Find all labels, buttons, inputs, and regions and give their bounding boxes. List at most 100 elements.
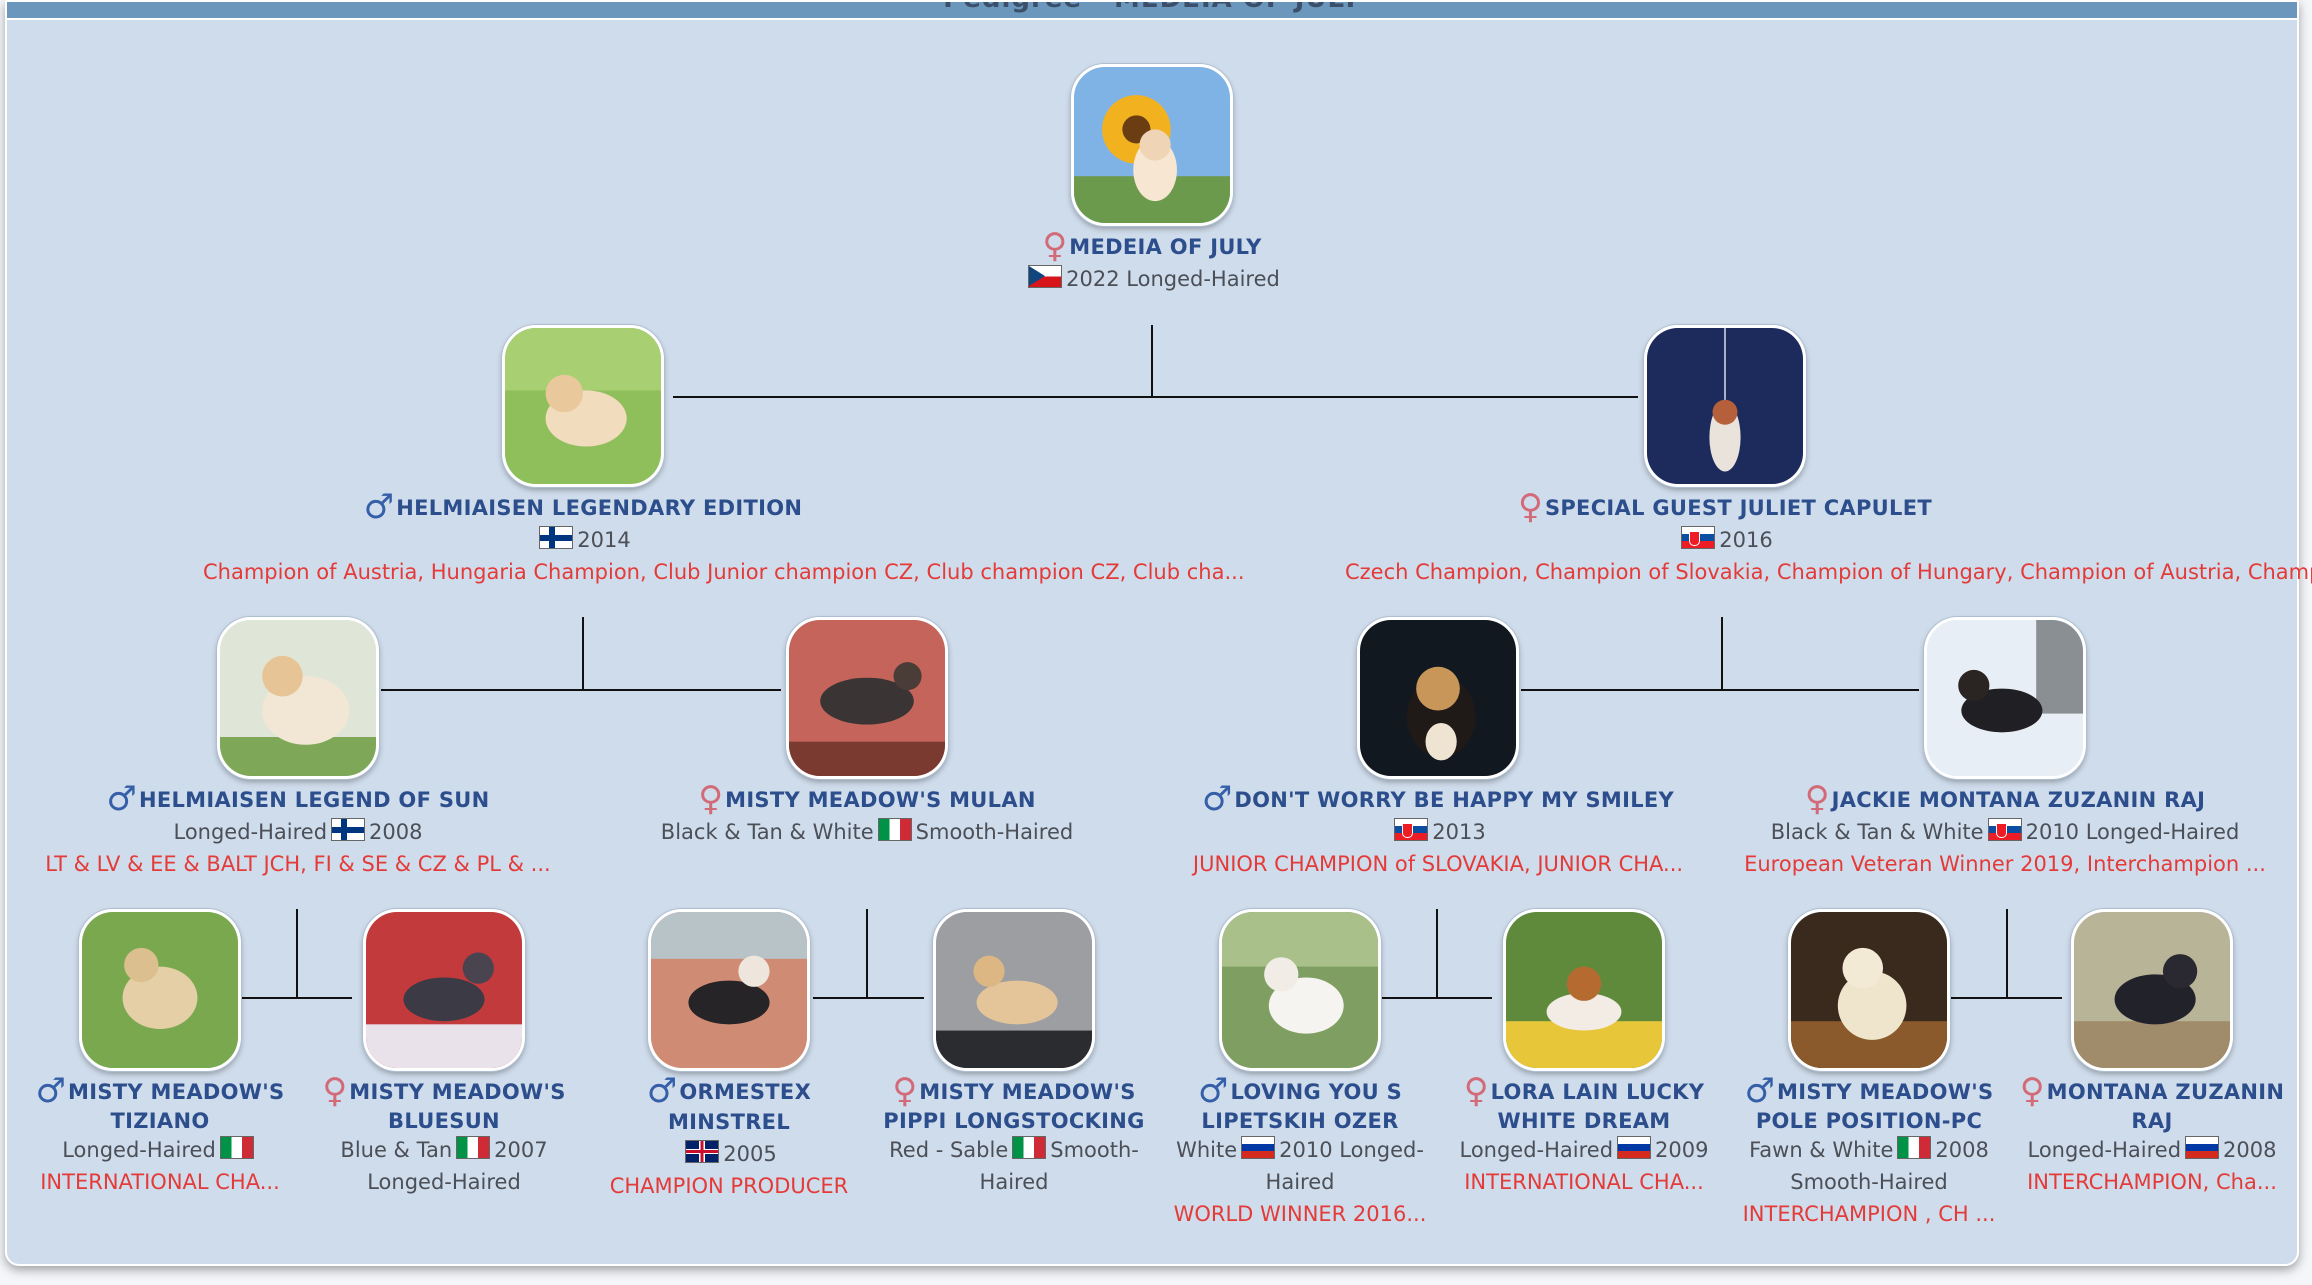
dog-name-link[interactable]: LOVING YOU S: [1230, 1080, 1402, 1104]
dog-titles: JUNIOR CHAMPION of SLOVAKIA, JUNIOR CHA.…: [1192, 852, 1684, 876]
dog-info: 2013: [1158, 816, 1718, 848]
dog-titles: INTERCHAMPION , CH ...: [1742, 1202, 1996, 1226]
dog-name-line-2[interactable]: PIPPI LONGSTOCKING: [883, 1109, 1145, 1133]
dog-titles: INTERNATIONAL CHA...: [1464, 1170, 1704, 1194]
dog-card-lora-lain-lucky-white-dream[interactable]: ♀LORA LAIN LUCKY WHITE DREAM Longed-Hair…: [1439, 909, 1729, 1198]
dog-info: 2005: [584, 1138, 874, 1170]
dog-photo[interactable]: [1503, 909, 1665, 1071]
flag-italy-icon: [219, 1136, 254, 1159]
dog-card-dont-worry-be-happy-my-smiley[interactable]: ♂DON'T WORRY BE HAPPY MY SMILEY 2013 JUN…: [1158, 617, 1718, 880]
dog-titles: CHAMPION PRODUCER: [609, 1174, 849, 1198]
female-symbol-icon: ♀: [322, 1071, 348, 1111]
flag-russia-icon: [1241, 1136, 1276, 1159]
flag-italy-icon: [877, 818, 912, 841]
dog-name-line-2[interactable]: POLE POSITION-PC: [1755, 1109, 1983, 1133]
dog-name-line-2[interactable]: TIZIANO: [110, 1109, 210, 1133]
dog-name-link[interactable]: ORMESTEX MINSTREL: [667, 1080, 812, 1134]
flag-russia-icon: [2185, 1136, 2220, 1159]
dog-titles: INTERNATIONAL CHA...: [40, 1170, 280, 1194]
flag-slovakia-icon: [1394, 818, 1429, 841]
dog-name-line-2[interactable]: RAJ: [2131, 1109, 2173, 1133]
dog-card-misty-meadows-pippi-longstocking[interactable]: ♀MISTY MEADOW'S PIPPI LONGSTOCKING Red -…: [869, 909, 1159, 1198]
dog-photo[interactable]: [1219, 909, 1381, 1071]
dog-card-helmiaisen-legendary-edition[interactable]: ♂HELMIAISEN LEGENDARY EDITION 2014 Champ…: [203, 325, 1245, 588]
dog-photo[interactable]: [502, 325, 664, 487]
dog-photo[interactable]: [79, 909, 241, 1071]
dog-card-medeia-of-july[interactable]: ♀MEDEIA OF JULY 2022 Longed-Haired: [772, 64, 1532, 295]
dog-name-link[interactable]: JACKIE MONTANA ZUZANIN RAJ: [1831, 788, 2206, 812]
dog-photo[interactable]: [217, 617, 379, 779]
female-symbol-icon: ♀: [2019, 1071, 2045, 1111]
dog-card-misty-meadows-pole-position-pc[interactable]: ♂MISTY MEADOW'S POLE POSITION-PC Fawn & …: [1724, 909, 2014, 1230]
pedigree-title-bar: Pedigree - MEDEIA OF JULY: [7, 2, 2297, 20]
dog-titles: Champion of Austria, Hungaria Champion, …: [203, 560, 1245, 584]
dog-card-ormestex-minstrel[interactable]: ♂ORMESTEX MINSTREL 2005 CHAMPION PRODUCE…: [584, 909, 874, 1202]
dog-photo[interactable]: [1071, 64, 1233, 226]
flag-finland-icon: [539, 526, 574, 549]
dog-info-line-2: Longed-Haired: [367, 1170, 521, 1194]
dog-photo[interactable]: [933, 909, 1095, 1071]
pedigree-connector-lines: [241, 325, 2062, 999]
dog-name-link[interactable]: MISTY MEADOW'S: [349, 1080, 566, 1104]
dog-info-line-2: Haired: [1265, 1170, 1335, 1194]
dog-card-misty-meadows-tiziano[interactable]: ♂MISTY MEADOW'S TIZIANO Longed-Haired IN…: [15, 909, 305, 1198]
dog-name-line-2[interactable]: LIPETSKIH OZER: [1201, 1109, 1399, 1133]
dog-name-link[interactable]: MISTY MEADOW'S: [1777, 1080, 1994, 1104]
dog-photo[interactable]: [363, 909, 525, 1071]
dog-name-link[interactable]: HELMIAISEN LEGEND OF SUN: [138, 788, 490, 812]
dog-name-link[interactable]: MISTY MEADOW'S MULAN: [725, 788, 1036, 812]
male-symbol-icon: ♂: [1201, 779, 1233, 819]
flag-slovakia-icon: [1681, 526, 1716, 549]
flag-uk-icon: [685, 1140, 720, 1163]
dog-photo[interactable]: [1924, 617, 2086, 779]
dog-card-special-guest-juliet-capulet[interactable]: ♀SPECIAL GUEST JULIET CAPULET 2016 Czech…: [1345, 325, 2312, 588]
dog-photo[interactable]: [2071, 909, 2233, 1071]
dog-name-link[interactable]: MONTANA ZUZANIN: [2046, 1080, 2285, 1104]
dog-photo[interactable]: [1644, 325, 1806, 487]
dog-card-misty-meadows-mulan[interactable]: ♀MISTY MEADOW'S MULAN Black & Tan & Whit…: [587, 617, 1147, 848]
dog-card-jackie-montana-zuzanin-raj[interactable]: ♀JACKIE MONTANA ZUZANIN RAJ Black & Tan …: [1725, 617, 2285, 880]
dog-name-link[interactable]: MISTY MEADOW'S: [68, 1080, 285, 1104]
dog-info-line-2: Smooth-Haired: [1790, 1170, 1948, 1194]
pedigree-panel: Pedigree - MEDEIA OF JULY ♀MEDEI: [5, 0, 2312, 1266]
flag-italy-icon: [1012, 1136, 1047, 1159]
female-symbol-icon: ♀: [1042, 226, 1068, 266]
male-symbol-icon: ♂: [363, 487, 395, 527]
dog-name-link[interactable]: MEDEIA OF JULY: [1069, 235, 1262, 259]
dog-name-line-2[interactable]: BLUESUN: [388, 1109, 500, 1133]
dog-photo[interactable]: [786, 617, 948, 779]
dog-info: 2016: [1345, 524, 2105, 556]
male-symbol-icon: ♂: [1744, 1071, 1776, 1111]
flag-czech-icon: [1028, 265, 1063, 288]
dog-photo[interactable]: [1357, 617, 1519, 779]
dog-photo[interactable]: [648, 909, 810, 1071]
male-symbol-icon: ♂: [35, 1071, 67, 1111]
dog-info: 2022 Longed-Haired: [772, 263, 1532, 295]
dog-name-link[interactable]: SPECIAL GUEST JULIET CAPULET: [1544, 496, 1932, 520]
dog-name-link[interactable]: DON'T WORRY BE HAPPY MY SMILEY: [1234, 788, 1675, 812]
dog-titles: WORLD WINNER 2016...: [1173, 1202, 1427, 1226]
pedigree-title: Pedigree - MEDEIA OF JULY: [7, 2, 2297, 14]
dog-name-link[interactable]: LORA LAIN LUCKY: [1490, 1080, 1705, 1104]
dog-name-line-2[interactable]: WHITE DREAM: [1497, 1109, 1671, 1133]
female-symbol-icon: ♀: [1463, 1071, 1489, 1111]
dog-name-link[interactable]: MISTY MEADOW'S: [919, 1080, 1136, 1104]
flag-italy-icon: [1897, 1136, 1932, 1159]
flag-italy-icon: [456, 1136, 491, 1159]
dog-photo[interactable]: [1788, 909, 1950, 1071]
flag-russia-icon: [1617, 1136, 1652, 1159]
flag-finland-icon: [331, 818, 366, 841]
dog-name-link[interactable]: HELMIAISEN LEGENDARY EDITION: [396, 496, 803, 520]
